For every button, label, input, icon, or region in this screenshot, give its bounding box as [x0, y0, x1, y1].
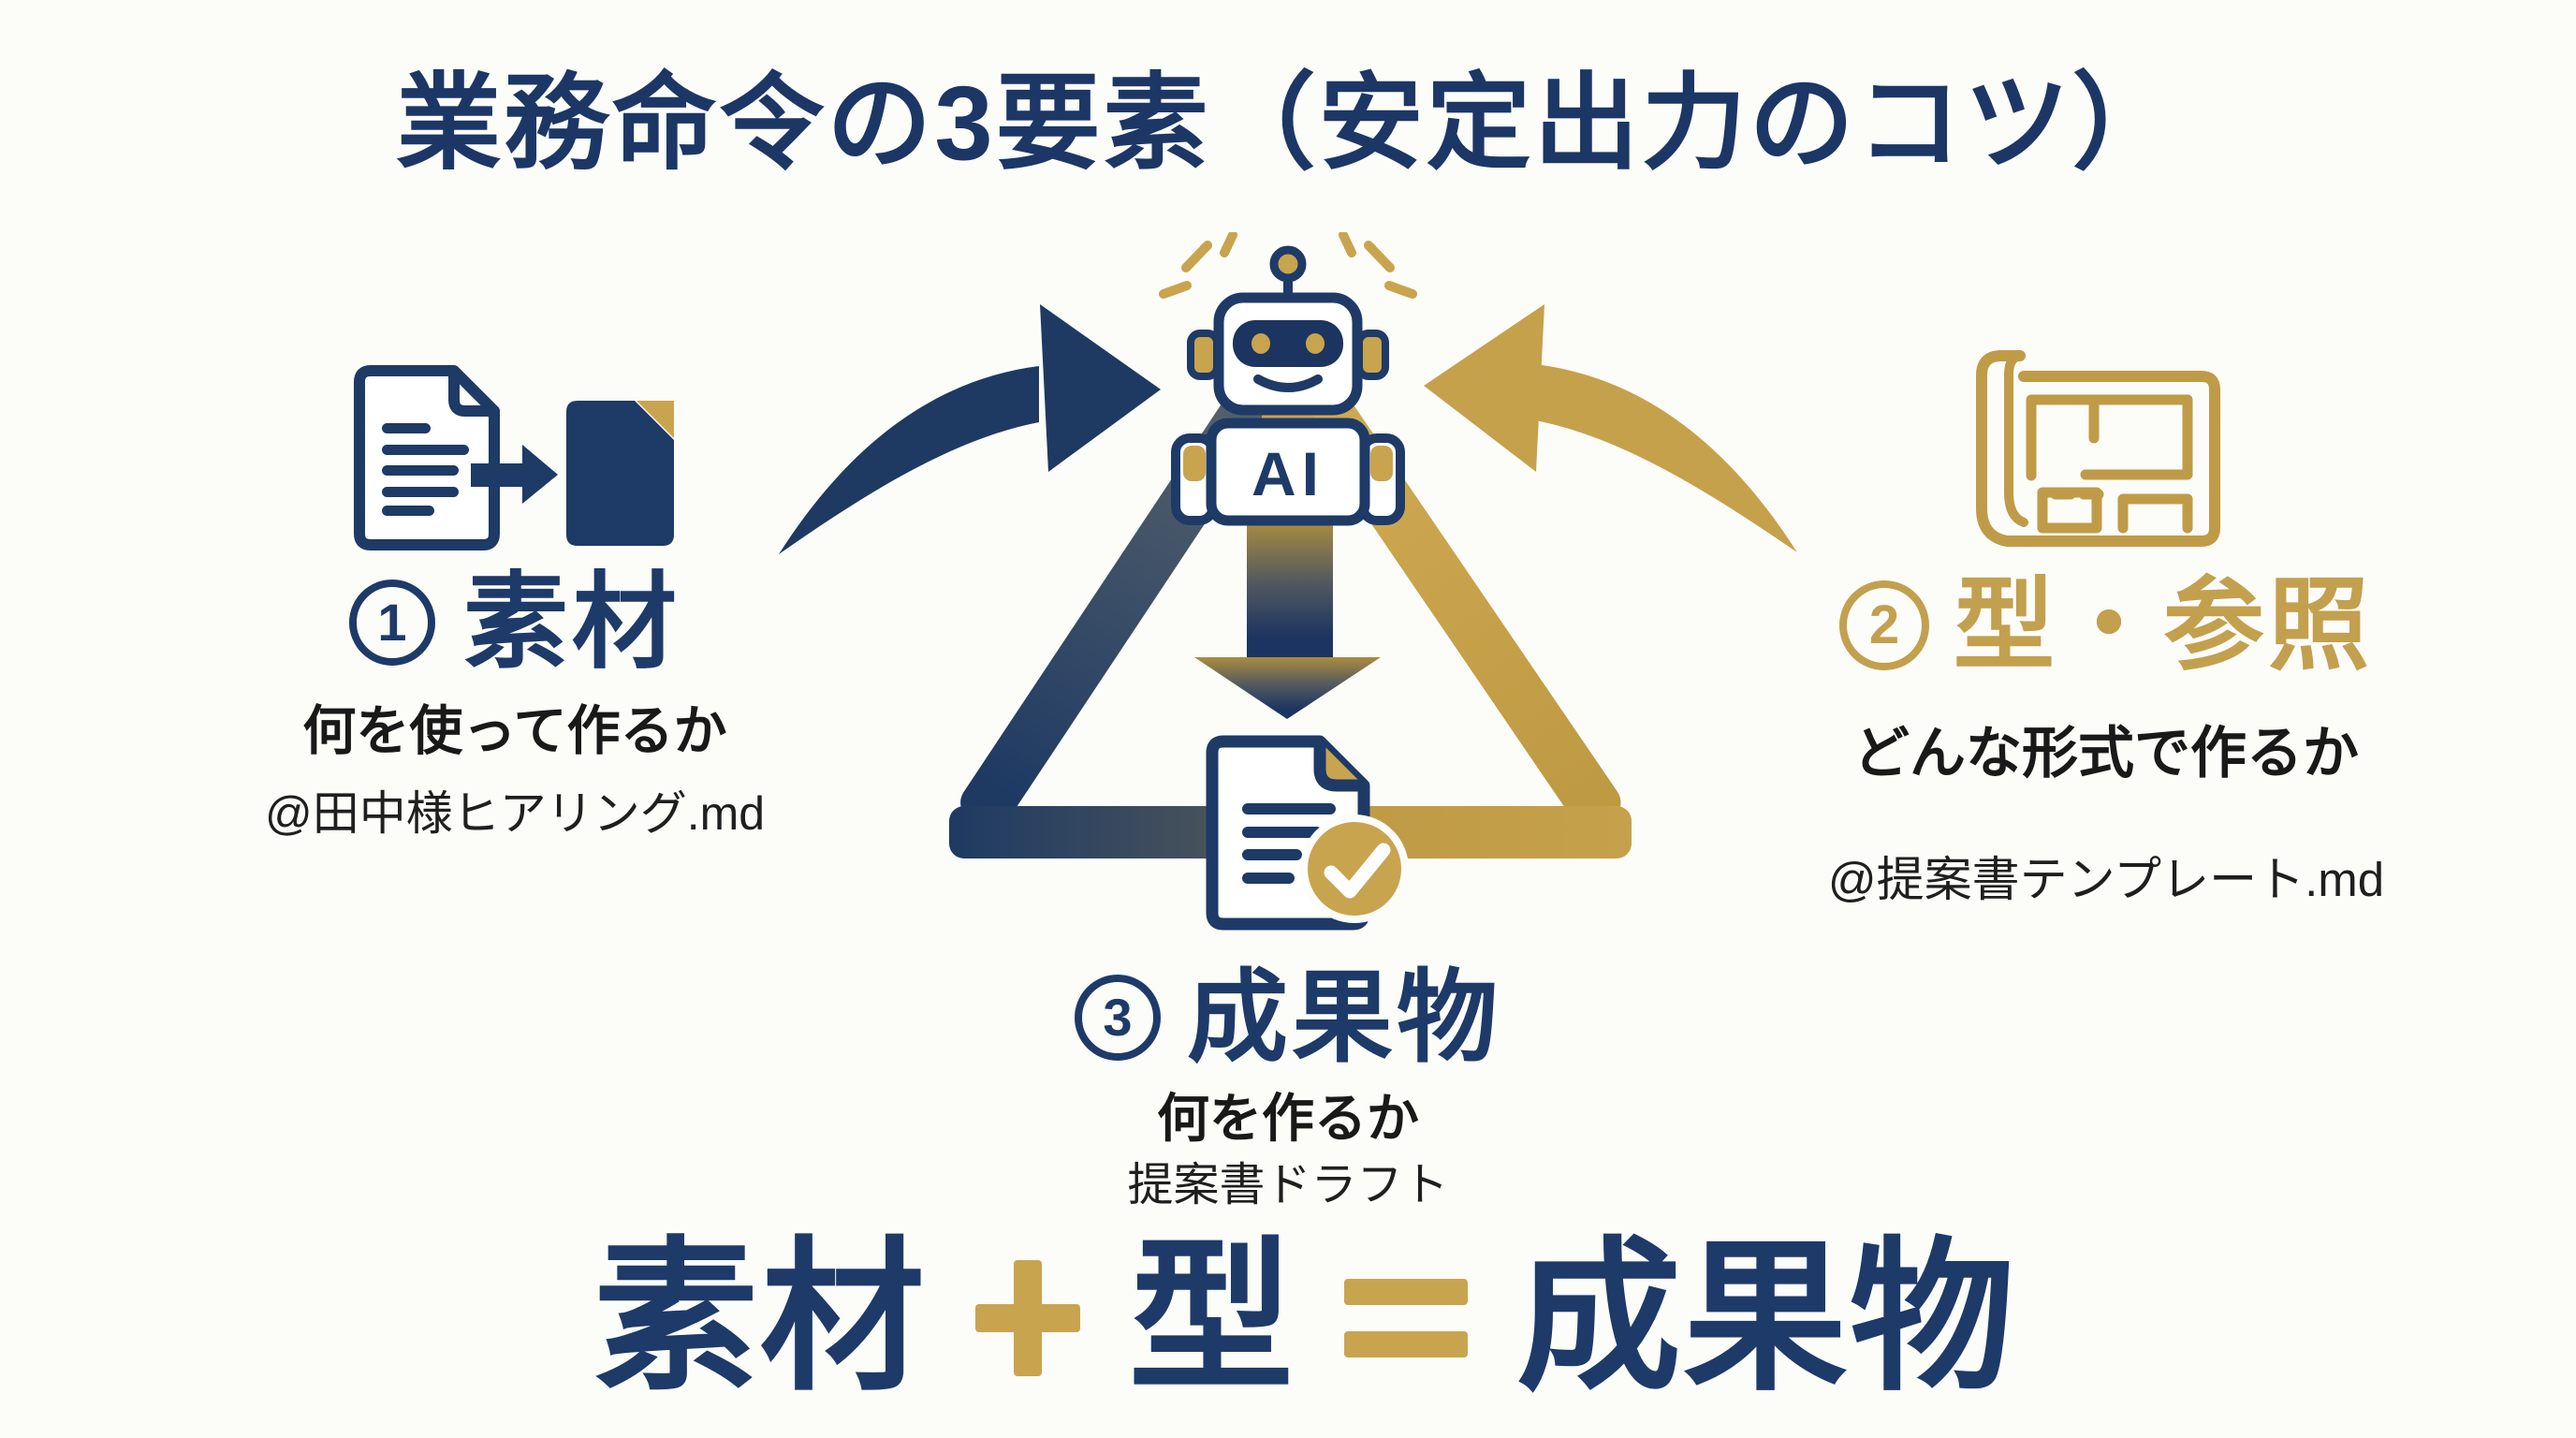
robot-visor	[1233, 320, 1343, 367]
material-question: 何を使って作るか	[302, 701, 727, 761]
flow-arrow-material-to-ai	[779, 304, 1161, 554]
template-number-badge: 2	[1838, 580, 1929, 670]
deliverable-node: 3 成果物	[1007, 966, 1569, 1069]
flow-arrow-ai-to-deliverable	[1194, 521, 1381, 719]
robot-ai-label: AI	[1251, 439, 1325, 508]
material-number-badge: 1	[349, 580, 435, 666]
document-transfer-icon	[354, 365, 674, 550]
template-label: 型・参照	[1953, 568, 2373, 682]
transfer-arrow-icon	[471, 445, 558, 504]
material-label: 素材	[463, 564, 681, 681]
flow-arrow-template-to-ai	[1424, 304, 1797, 552]
template-node: 2 型・参照	[1825, 573, 2387, 678]
deliverable-number-badge: 3	[1074, 975, 1161, 1061]
material-node: 1 素材	[234, 564, 796, 681]
blueprint-icon	[1976, 350, 2220, 547]
deliverable-source: 提案書ドラフト	[1127, 1160, 1449, 1211]
page-title: 業務命令の3要素（安定出力のコツ）	[396, 65, 2180, 182]
material-source: @田中様ヒアリング.md	[264, 787, 766, 840]
formula-result: 成果物	[1516, 1226, 2017, 1410]
sparkle-rays-icon	[1159, 232, 1417, 299]
deliverable-label: 成果物	[1186, 961, 1501, 1074]
ai-robot-icon: AI	[1159, 232, 1417, 526]
template-source: @提案書テンプレート.md	[1827, 853, 2385, 906]
approved-document-icon	[1206, 735, 1409, 931]
formula-template: 型	[1128, 1226, 1295, 1410]
deliverable-question: 何を作るか	[1157, 1089, 1419, 1148]
robot-body	[1206, 418, 1370, 526]
robot-antenna-icon	[1269, 245, 1307, 283]
plus-icon	[974, 1260, 1080, 1376]
formula-row: 素材 型 成果物	[0, 1236, 2576, 1401]
equals-icon	[1344, 1279, 1468, 1357]
template-question: どんな形式で作るか	[1853, 722, 2359, 785]
formula-material: 素材	[593, 1226, 927, 1410]
check-badge-icon	[1300, 814, 1409, 923]
